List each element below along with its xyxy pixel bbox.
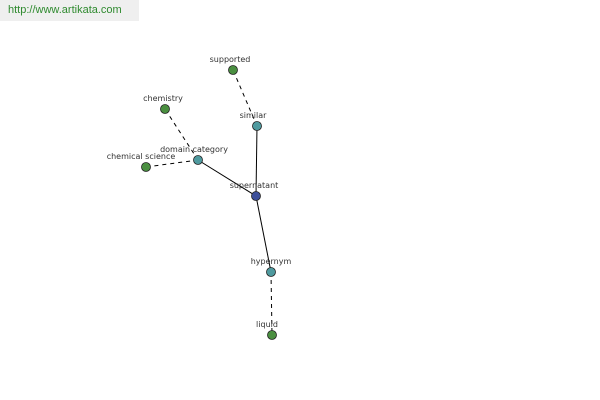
node-liquid[interactable] xyxy=(267,330,277,340)
edge-hypernym-liquid xyxy=(270,271,273,336)
node-domain-category[interactable] xyxy=(193,155,203,165)
node-chemical-science[interactable] xyxy=(141,162,151,172)
node-label-similar[interactable]: similar xyxy=(240,111,268,120)
node-label-chemical-science[interactable]: chemical science xyxy=(107,152,176,161)
node-label-supernatant[interactable]: supernatant xyxy=(230,181,279,190)
node-label-chemistry[interactable]: chemistry xyxy=(143,94,183,103)
edge-supernatant-hypernym xyxy=(255,195,272,273)
edge-domain-category-chemical-science xyxy=(145,159,199,168)
node-similar[interactable] xyxy=(252,121,262,131)
graph-labels: supernatant similar domain category hyperny… xyxy=(107,55,292,329)
node-label-liquid[interactable]: liquid xyxy=(256,320,278,329)
node-supported[interactable] xyxy=(228,65,238,75)
graph-nodes xyxy=(141,65,277,340)
edge-supernatant-similar xyxy=(255,125,258,197)
node-label-hypernym[interactable]: hypernym xyxy=(251,257,292,266)
node-hypernym[interactable] xyxy=(266,267,276,277)
node-supernatant[interactable] xyxy=(251,191,261,201)
site-url-link[interactable]: http://www.artikata.com xyxy=(8,4,122,16)
node-label-domain-category[interactable]: domain category xyxy=(160,145,228,154)
node-label-supported[interactable]: supported xyxy=(210,55,251,64)
url-bar: http://www.artikata.com xyxy=(0,0,139,21)
edge-domain-category-chemistry xyxy=(164,108,199,161)
graph-edges xyxy=(145,69,273,336)
edge-supernatant-domain-category xyxy=(197,159,257,197)
node-chemistry[interactable] xyxy=(160,104,170,114)
edge-similar-supported xyxy=(232,69,258,127)
